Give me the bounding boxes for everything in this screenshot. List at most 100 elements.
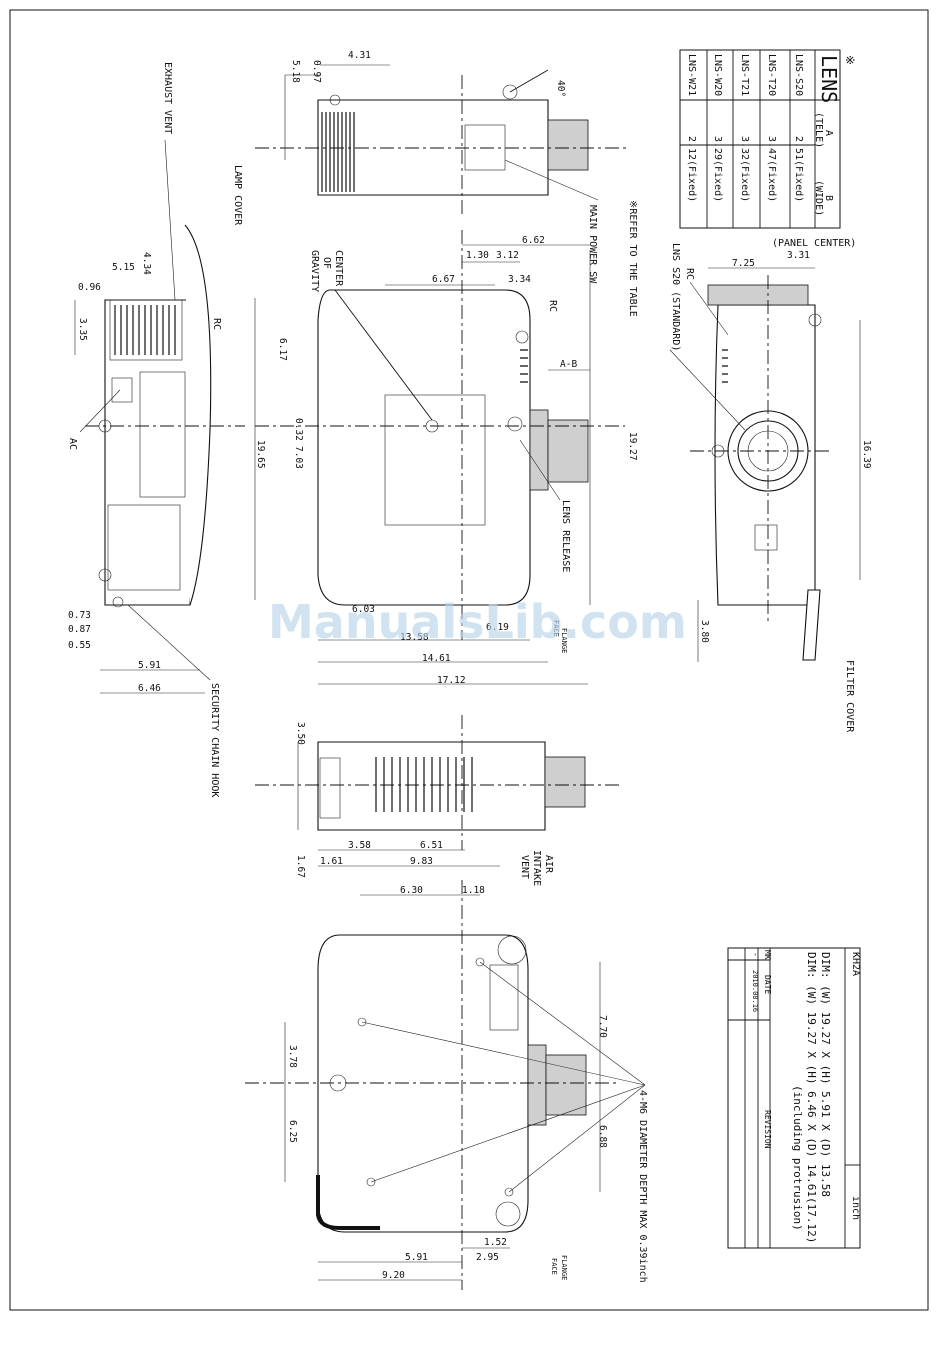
title-dim2: DIM: (W) 19.27 X (H) 6.46 X (D) 14.61(17… <box>805 952 818 1243</box>
label-lamp-cover: LAMP COVER <box>232 165 243 226</box>
dim-0-97: 0.97 <box>311 60 322 83</box>
dim-5-91-b: 5.91 <box>405 1252 428 1263</box>
lens-row-1-name: LNS-T20 <box>766 54 777 96</box>
title-mk-label: MK <box>763 950 772 960</box>
dim-6-88: 6.88 <box>597 1125 608 1148</box>
dim-0-73: 0.73 <box>68 610 91 621</box>
dim-0-32: 0.32 <box>293 418 304 441</box>
dim-14-61: 14.61 <box>422 653 451 664</box>
label-flange-1b: FACE <box>552 620 560 637</box>
title-revision-label: REVISION <box>763 1110 772 1149</box>
lens-row-1-b: (Fixed) <box>766 160 777 202</box>
lens-row-0-a: 2.51 <box>793 136 804 160</box>
leader-exhaust <box>164 139 176 301</box>
leader-rc-right <box>689 281 729 336</box>
dim-1-61: 1.61 <box>320 856 343 867</box>
lens-row-2-b: (Fixed) <box>739 160 750 202</box>
dim-3-35: 3.35 <box>77 318 88 341</box>
lens-row-0-b: (Fixed) <box>793 160 804 202</box>
dim-1-18: 1.18 <box>462 885 485 896</box>
dim-3-31: 3.31 <box>787 250 810 261</box>
dim-3-80: 3.80 <box>699 620 710 643</box>
label-refer-table: ※REFER TO THE TABLE <box>627 200 638 317</box>
dim-9-20: 9.20 <box>382 1270 405 1281</box>
label-filter-cover: FILTER COVER <box>844 660 855 733</box>
dim-3-34: 3.34 <box>508 274 531 285</box>
label-m6-holes: 4-M6 DIAMETER DEPTH MAX 0.39inch <box>637 1090 648 1283</box>
dim-3-50: 3.50 <box>295 722 306 745</box>
title-block <box>727 947 861 1249</box>
dim-4-34: 4.34 <box>141 252 152 275</box>
leader-lns <box>669 349 746 431</box>
title-date-value: 2010.08.16 <box>751 970 759 1012</box>
lens-col-a-sub: (TELE) <box>813 112 824 148</box>
dim-16-39: 16.39 <box>861 440 872 469</box>
dim-13-58: 13.58 <box>400 632 429 643</box>
title-dim3: (including protrusion) <box>791 1085 804 1231</box>
dim-5-15: 5.15 <box>112 262 135 273</box>
label-security-chain-hook: SECURITY CHAIN HOOK <box>209 683 220 797</box>
view-side-bottom <box>255 715 620 867</box>
view-rear <box>74 224 245 694</box>
lens-row-2-name: LNS-T21 <box>739 54 750 96</box>
lens-row-4-b: (Fixed) <box>686 160 697 202</box>
lens-row-1-a: 3.47 <box>766 136 777 160</box>
dim-1-67: 1.67 <box>295 855 306 878</box>
label-rc-right: RC <box>684 268 695 280</box>
dim-6-03: 6.03 <box>352 604 375 615</box>
dim-3-12: 3.12 <box>496 250 519 261</box>
sheet-border <box>9 9 929 1311</box>
view-bottom <box>245 880 646 1290</box>
dim-5-18: 5.18 <box>290 60 301 83</box>
dim-19-27: 19.27 <box>627 432 638 461</box>
dim-6-62: 6.62 <box>522 235 545 246</box>
lens-row-2-a: 3.32 <box>739 136 750 160</box>
label-air: AIR <box>543 855 554 874</box>
leader-ac <box>79 389 121 433</box>
label-rc-top: RC <box>547 300 558 312</box>
dim-3-78: 3.78 <box>287 1045 298 1068</box>
dim-19-65: 19.65 <box>255 440 266 469</box>
label-ac: AC <box>67 438 78 450</box>
lens-row-4-name: LNS-W21 <box>686 54 697 96</box>
dim-6-30: 6.30 <box>400 885 423 896</box>
lens-table-title: LENS <box>817 55 841 103</box>
label-main-power-sw: MAIN POWER SW <box>587 205 598 284</box>
lens-row-4-a: 2.12 <box>686 136 697 160</box>
title-dim1: DIM: (W) 19.27 X (H) 5.91 X (D) 13.58 <box>819 952 832 1197</box>
dim-17-12: 17.12 <box>437 675 466 686</box>
dim-2-95: 2.95 <box>476 1252 499 1263</box>
lens-row-3-b: (Fixed) <box>712 160 723 202</box>
lens-col-b: B <box>823 195 834 201</box>
lens-table-star: ※ <box>843 55 857 65</box>
dim-1-30: 1.30 <box>466 250 489 261</box>
angle-label: 40° <box>555 80 566 97</box>
label-of: OF <box>321 257 332 269</box>
label-rc-left: RC <box>211 318 222 330</box>
dim-7-70: 7.70 <box>597 1015 608 1038</box>
dim-3-58: 3.58 <box>348 840 371 851</box>
dim-5-91-a: 5.91 <box>138 660 161 671</box>
view-front <box>690 267 861 662</box>
dim-0-96: 0.96 <box>78 282 101 293</box>
dim-6-17: 6.17 <box>277 338 288 361</box>
title-mk-value: - <box>751 952 760 957</box>
dim-6-46: 6.46 <box>138 683 161 694</box>
lens-row-3-a: 3.29 <box>712 136 723 160</box>
dim-6-67: 6.67 <box>432 274 455 285</box>
label-lens-release: LENS RELEASE <box>560 500 571 572</box>
dim-9-83: 9.83 <box>410 856 433 867</box>
dim-6-51: 6.51 <box>420 840 443 851</box>
label-flange-2a: FLANGE <box>560 1255 568 1280</box>
label-exhaust-vent: EXHAUST VENT <box>162 62 173 134</box>
label-panel-center: (PANEL CENTER) <box>772 238 856 249</box>
dim-0-87: 0.87 <box>68 624 91 635</box>
dim-7-03: 7.03 <box>293 446 304 469</box>
title-model: KH2A <box>850 952 861 976</box>
label-vent: VENT <box>519 855 530 879</box>
title-unit: inch <box>850 1196 861 1220</box>
view-top <box>254 230 625 685</box>
dim-6-25: 6.25 <box>287 1120 298 1143</box>
lens-col-a: A <box>823 130 834 136</box>
